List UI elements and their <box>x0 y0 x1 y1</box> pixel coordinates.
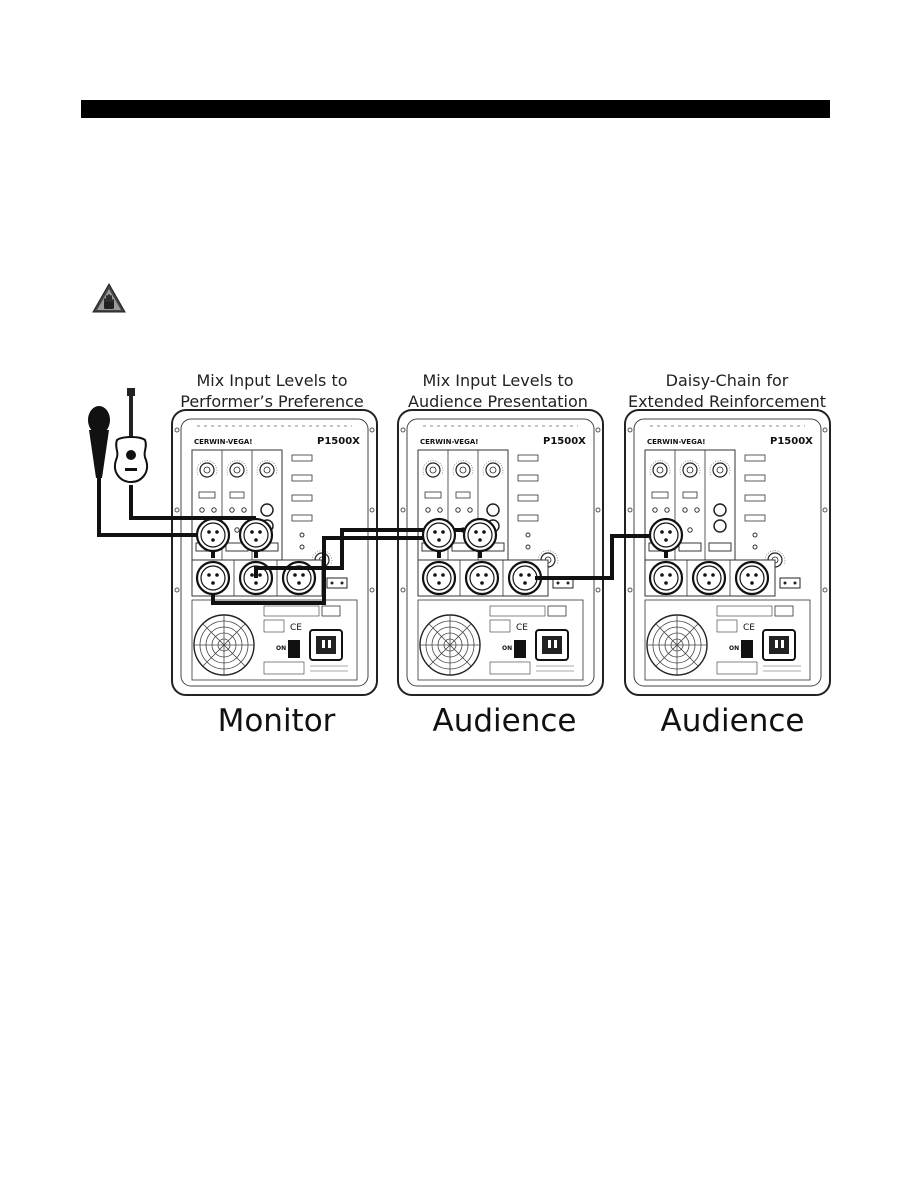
speaker-panel-audience-chain <box>625 410 830 695</box>
caption-daisy-chain: Daisy-Chain for Extended Reinforcement <box>627 370 827 412</box>
caption-audience: Mix Input Levels to Audience Presentatio… <box>398 370 598 412</box>
diagram-art: CERWIN-VEGA! P1500X <box>88 388 832 740</box>
unit-label-monitor: Monitor <box>217 703 336 739</box>
caption-line: Audience Presentation <box>408 392 588 411</box>
unit-label-audience: Audience <box>432 703 577 739</box>
caution-hand-icon <box>92 283 126 313</box>
speaker-panel-audience <box>398 410 603 695</box>
speaker-panel-monitor <box>172 410 377 695</box>
unit-label-audience-chain: Audience <box>660 703 805 739</box>
caption-line: Performer’s Preference <box>180 392 364 411</box>
caption-monitor: Mix Input Levels to Performer’s Preferen… <box>172 370 372 412</box>
acoustic-guitar-icon <box>114 388 148 484</box>
caption-line: Daisy-Chain for <box>665 371 789 390</box>
caption-line: Mix Input Levels to <box>422 371 574 390</box>
caption-line: Extended Reinforcement <box>627 392 827 411</box>
connection-diagram: Mix Input Levels to Performer’s Preferen… <box>82 360 832 740</box>
section-header-bar <box>81 100 830 118</box>
microphone-icon <box>88 406 110 490</box>
caption-line: Mix Input Levels to <box>196 371 348 390</box>
